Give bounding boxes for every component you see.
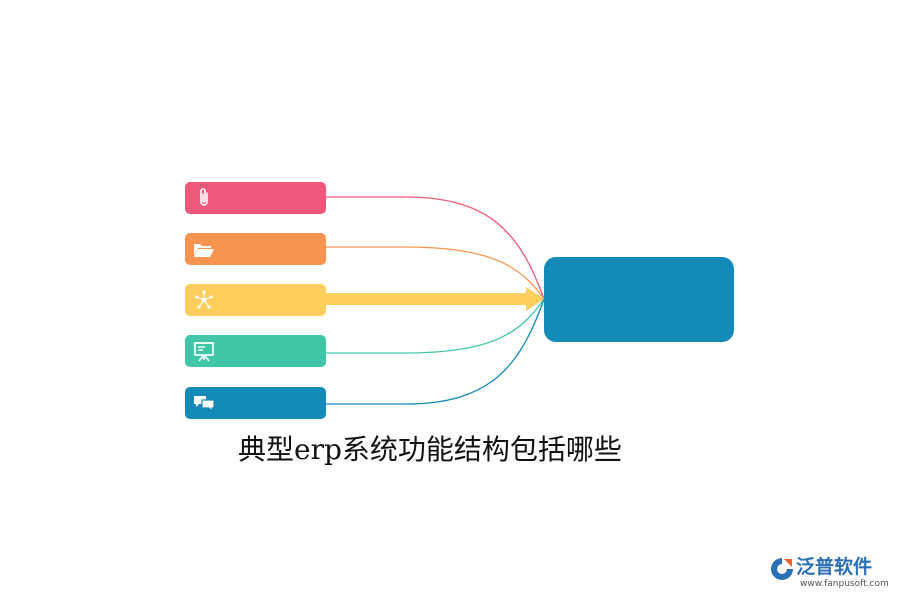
connector-line <box>326 246 545 300</box>
highlight-arrow <box>326 287 544 311</box>
chat-bubbles-icon <box>194 396 215 413</box>
fanpu-logo-icon <box>771 558 793 580</box>
brand-name: 泛普软件 <box>796 556 873 578</box>
brand-logo: 泛普软件 www.fanpusoft.com <box>768 552 893 594</box>
folder-open-icon <box>194 244 214 257</box>
branch-node-network <box>185 284 326 316</box>
presentation-board-icon <box>194 342 214 362</box>
connector-line <box>326 196 545 300</box>
brand-url: www.fanpusoft.com <box>800 579 889 589</box>
paperclip-icon <box>200 188 208 206</box>
connector-line <box>326 298 545 405</box>
arrow-head <box>526 287 544 311</box>
branch-node-presentation <box>185 335 326 367</box>
branch-node-chat <box>185 387 326 419</box>
connector-lines <box>326 196 545 405</box>
diagram-caption: 典型erp系统功能结构包括哪些 <box>238 433 622 466</box>
central-topic-box <box>544 257 734 342</box>
branch-node-paperclip <box>185 182 326 214</box>
branch-node-folder <box>185 233 326 265</box>
arrow-shaft <box>326 293 528 305</box>
connector-line <box>326 298 545 354</box>
network-icon <box>195 290 213 309</box>
